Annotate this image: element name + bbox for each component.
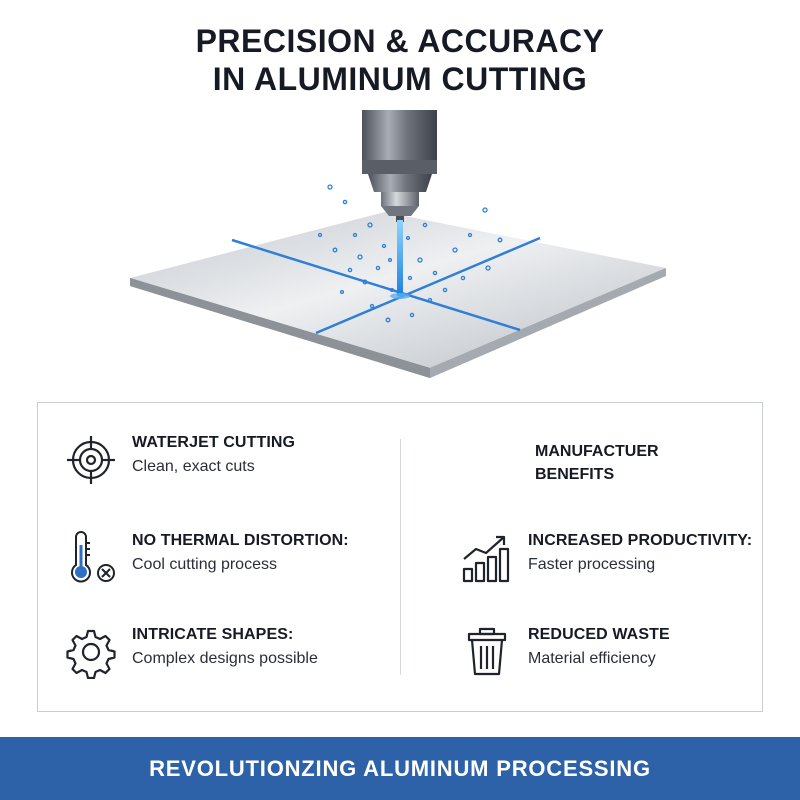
benefits-heading-line-2: BENEFITS (535, 466, 615, 483)
feature-description: Faster processing (528, 556, 656, 573)
features-panel: WATERJET CUTTING Clean, exact cuts NO TH… (37, 402, 763, 712)
feature-increased-productivity: INCREASED PRODUCTIVITY: Faster processin… (460, 531, 752, 585)
water-droplets (317, 184, 503, 323)
feature-title: INCREASED PRODUCTIVITY: (528, 532, 753, 549)
title-line-2: IN ALUMINUM CUTTING (212, 61, 588, 97)
benefits-heading-line-1: MANUFACTUER (535, 443, 659, 460)
feature-waterjet-cutting: WATERJET CUTTING Clean, exact cuts (64, 433, 295, 487)
feature-description: Complex designs possible (132, 650, 318, 667)
footer-banner-text: REVOLUTIONZING ALUMINUM PROCESSING (149, 755, 651, 781)
feature-no-thermal-distortion: NO THERMAL DISTORTION: Cool cutting proc… (64, 531, 349, 585)
feature-description: Cool cutting process (132, 556, 277, 573)
growth-chart-icon (462, 535, 510, 583)
trash-bin-icon (467, 627, 507, 676)
target-icon (67, 436, 115, 484)
title-line-1: PRECISION & ACCURACY (195, 23, 605, 59)
footer-banner: REVOLUTIONZING ALUMINUM PROCESSING (0, 737, 800, 800)
waterjet-nozzle (362, 110, 437, 222)
feature-description: Clean, exact cuts (132, 458, 255, 475)
feature-reduced-waste: REDUCED WASTE Material efficiency (460, 625, 670, 679)
waterjet-illustration (130, 110, 666, 378)
feature-title: INTRICATE SHAPES: (132, 626, 294, 643)
feature-description: Material efficiency (528, 650, 656, 667)
feature-title: WATERJET CUTTING (132, 434, 296, 451)
column-divider (400, 439, 401, 675)
cut-lines (231, 236, 541, 335)
page-title: PRECISION & ACCURACY IN ALUMINUM CUTTING (0, 22, 800, 98)
feature-intricate-shapes: INTRICATE SHAPES: Complex designs possib… (64, 625, 318, 679)
water-jet-stream (397, 220, 403, 296)
feature-title: NO THERMAL DISTORTION: (132, 532, 349, 549)
gear-icon (66, 629, 116, 679)
feature-title: REDUCED WASTE (528, 626, 670, 643)
benefits-heading: MANUFACTUER BENEFITS (535, 440, 735, 486)
jet-impact-splash (390, 293, 410, 299)
thermometer-x-icon (71, 531, 115, 583)
